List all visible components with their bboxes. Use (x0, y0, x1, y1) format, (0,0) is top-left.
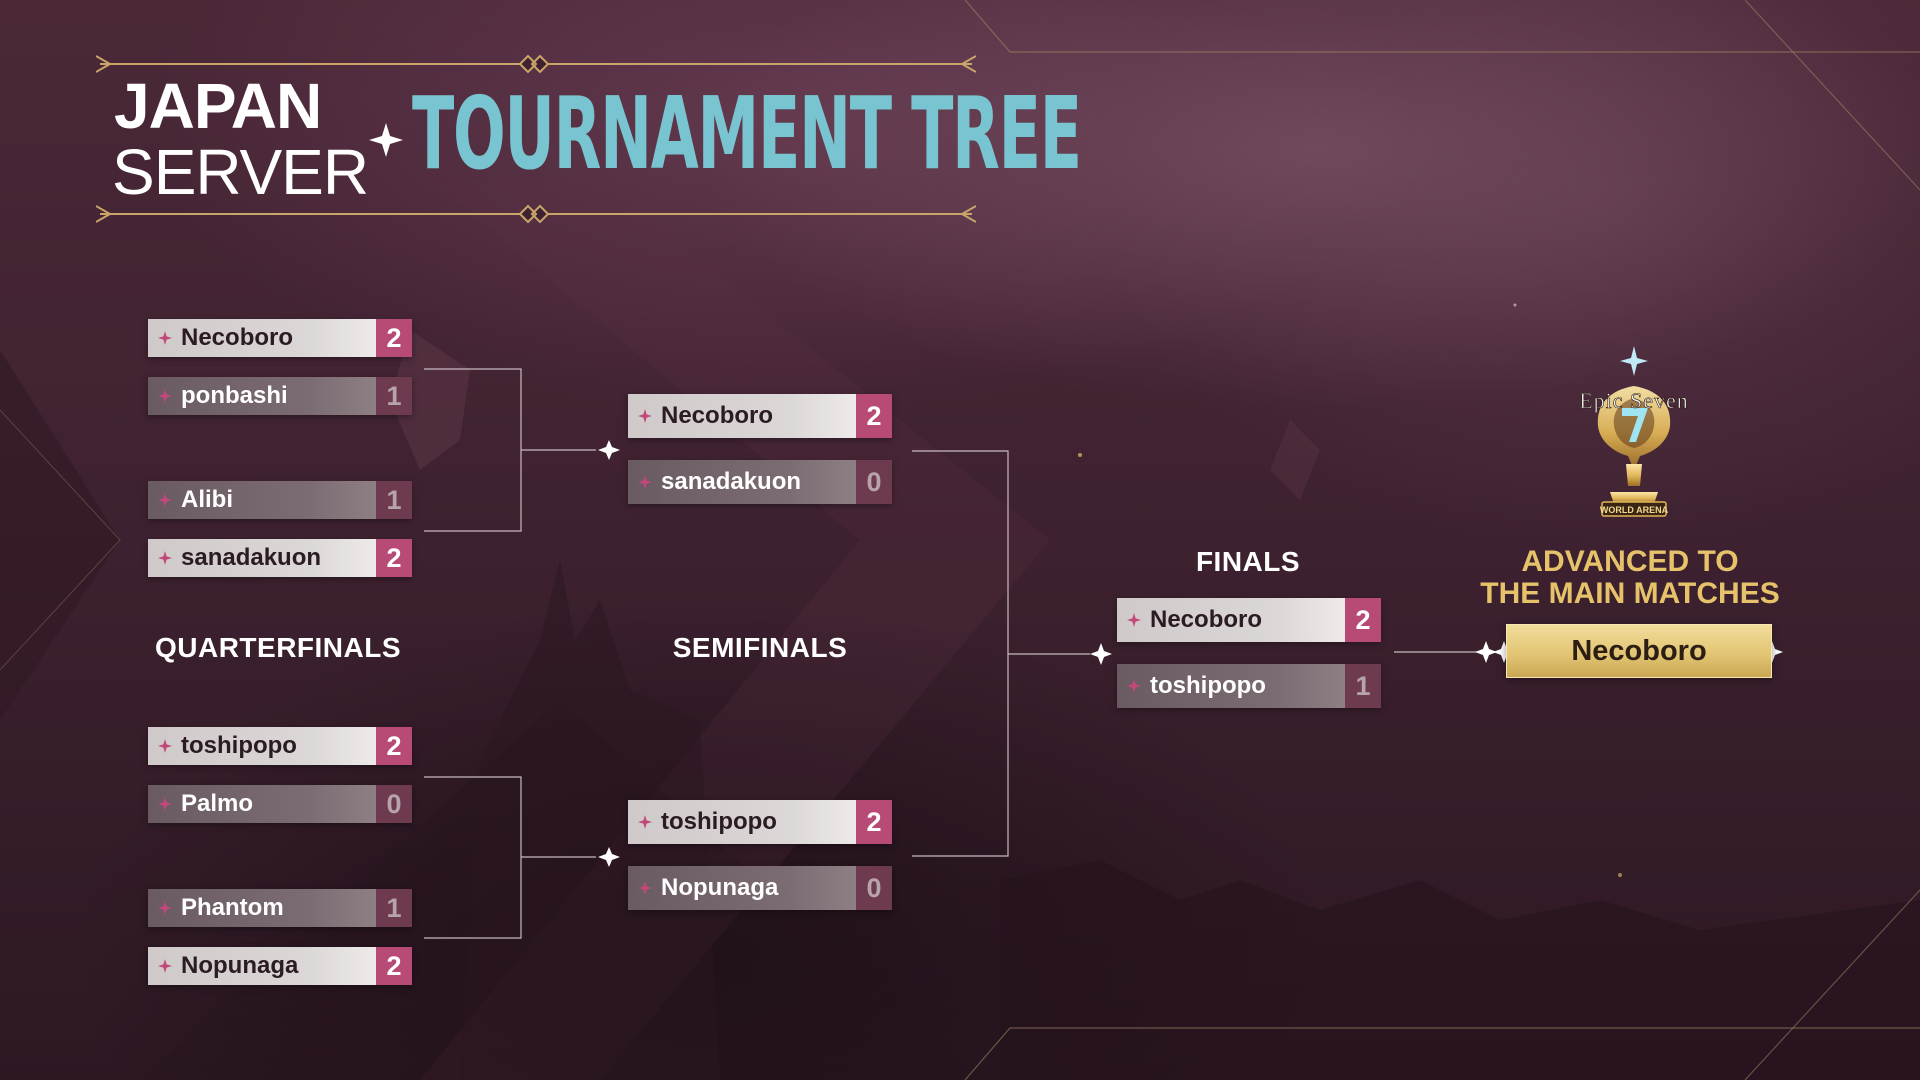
player-score: 1 (1345, 664, 1381, 708)
region-title-line1: JAPAN (114, 70, 322, 142)
final-match-player2: toshipopo 1 (1117, 664, 1381, 708)
player-name: Necoboro (661, 402, 774, 429)
qf-match4-player2: Nopunaga 2 (148, 947, 412, 985)
pink-star-bullet-icon (158, 739, 172, 753)
player-score: 1 (376, 889, 412, 927)
logo-wordmark: Epic Seven (1579, 388, 1689, 413)
four-point-star-icon (1475, 641, 1497, 663)
four-point-star-icon (598, 440, 620, 460)
sf-match2-player2: Nopunaga 0 (628, 866, 892, 910)
pink-star-bullet-icon (158, 901, 172, 915)
qf-match2-player1: Alibi 1 (148, 481, 412, 519)
player-name: toshipopo (1150, 672, 1266, 699)
four-point-star-icon (598, 847, 620, 867)
round-label-semifinals: SEMIFINALS (672, 632, 848, 663)
advanced-heading: ADVANCED TO THE MAIN MATCHES (1470, 546, 1790, 610)
player-score: 0 (376, 785, 412, 823)
sf-match1-player1: Necoboro 2 (628, 394, 892, 438)
final-match-player1: Necoboro 2 (1117, 598, 1381, 642)
pink-star-bullet-icon (638, 409, 652, 423)
four-point-star-icon (369, 123, 403, 157)
pink-star-bullet-icon (1127, 679, 1141, 693)
four-point-star-icon (1493, 641, 1515, 663)
pink-star-bullet-icon (158, 551, 172, 565)
advanced-winner: Necoboro (1506, 624, 1772, 678)
qf-match3-player1: toshipopo 2 (148, 727, 412, 765)
advanced-heading-line2: THE MAIN MATCHES (1480, 577, 1780, 610)
player-score: 1 (376, 481, 412, 519)
pink-star-bullet-icon (158, 797, 172, 811)
pink-star-bullet-icon (158, 331, 172, 345)
qf-match1-player2: ponbashi 1 (148, 377, 412, 415)
player-score: 2 (376, 539, 412, 577)
player-score: 2 (376, 319, 412, 357)
qf-match2-player2: sanadakuon 2 (148, 539, 412, 577)
advanced-heading-line1: ADVANCED TO (1521, 545, 1739, 578)
four-point-star-icon (1090, 643, 1112, 665)
player-score: 0 (856, 460, 892, 504)
player-name: ponbashi (181, 382, 288, 409)
player-name: Nopunaga (181, 952, 299, 979)
player-name: Necoboro (181, 324, 294, 351)
four-point-star-icon (1761, 641, 1783, 663)
player-name: Palmo (181, 790, 254, 817)
round-label-quarterfinals: QUARTERFINALS (154, 632, 402, 663)
player-name: Necoboro (1150, 606, 1263, 633)
player-score: 2 (1345, 598, 1381, 642)
player-score: 2 (856, 800, 892, 844)
region-title-line2: SERVER (112, 136, 369, 208)
player-name: sanadakuon (181, 544, 322, 571)
pink-star-bullet-icon (158, 493, 172, 507)
player-name: Alibi (181, 486, 233, 513)
round-label-finals: FINALS (1195, 546, 1301, 577)
qf-match3-player2: Palmo 0 (148, 785, 412, 823)
pink-star-bullet-icon (1127, 613, 1141, 627)
qf-match1-player1: Necoboro 2 (148, 319, 412, 357)
player-score: 2 (376, 727, 412, 765)
pink-star-bullet-icon (638, 475, 652, 489)
sf-match2-player1: toshipopo 2 (628, 800, 892, 844)
pink-star-bullet-icon (158, 389, 172, 403)
player-score: 2 (856, 394, 892, 438)
sf-match1-player2: sanadakuon 0 (628, 460, 892, 504)
pink-star-bullet-icon (638, 881, 652, 895)
player-name: Phantom (181, 894, 284, 921)
player-score: 2 (376, 947, 412, 985)
logo-subtitle: WORLD ARENA (1600, 505, 1669, 515)
qf-match4-player1: Phantom 1 (148, 889, 412, 927)
player-name: toshipopo (661, 808, 777, 835)
header-frame (96, 54, 976, 224)
player-score: 0 (856, 866, 892, 910)
pink-star-bullet-icon (638, 815, 652, 829)
page-title: TOURNAMENT TREE (412, 75, 1082, 192)
player-score: 1 (376, 377, 412, 415)
player-name: sanadakuon (661, 468, 802, 495)
player-name: Nopunaga (661, 874, 779, 901)
trophy-logo-icon: WORLD ARENA Epic Seven (1579, 346, 1689, 517)
pink-star-bullet-icon (158, 959, 172, 973)
player-name: toshipopo (181, 732, 297, 759)
